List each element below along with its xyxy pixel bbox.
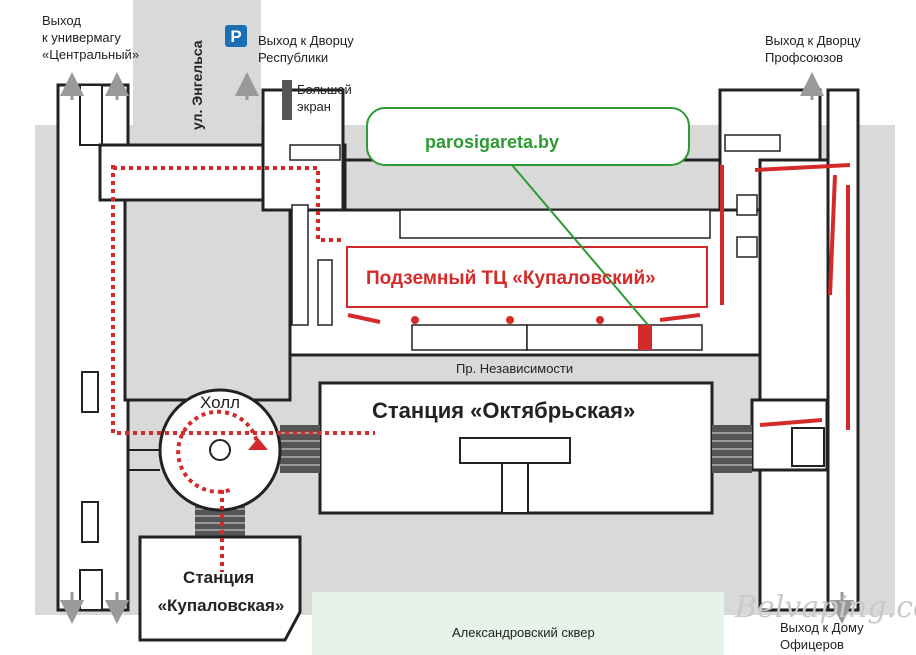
callout-bubble — [366, 107, 690, 166]
left-block — [123, 198, 292, 402]
station-oktyabrskaya-stem — [501, 462, 529, 514]
left-corridor-inner — [79, 84, 103, 146]
station-oktyabrskaya-label: Станция «Октябрьская» — [372, 398, 635, 423]
exit-strip-top-left — [265, 60, 277, 80]
exit-dvorec-profsoyuzov-label: Выход к Дворцу Профсоюзов — [765, 33, 864, 65]
exit-dvorec-respubliki-label: Выход к Дворцу Республики — [258, 33, 357, 65]
square-area — [312, 592, 724, 655]
big-screen-marker — [282, 80, 292, 120]
watermark: Belvaping.com — [734, 590, 916, 625]
right-outer-corridor — [826, 88, 860, 612]
nezavisimosti-label: Пр. Независимости — [456, 361, 573, 376]
walking-route — [111, 165, 375, 572]
exit-univermag-label: Выход к универмагу «Центральный» — [42, 13, 139, 62]
hall-column — [209, 439, 231, 461]
highlight-shop — [638, 325, 652, 350]
station-kupalovskaya-box — [138, 535, 302, 642]
engelsa-street-label: ул. Энгельса — [189, 40, 205, 130]
parking-sign — [225, 25, 247, 47]
hall-label: Холл — [200, 393, 240, 412]
exit-dom-oficerov-label: Выход к Дому Офицеров — [780, 620, 867, 652]
right-corridor — [758, 158, 832, 612]
station-oktyabrskaya-platform — [459, 437, 571, 464]
exit-arrows — [60, 72, 854, 624]
stairs-right — [712, 425, 752, 473]
big-screen-label: Большой экран — [297, 82, 355, 114]
callout-pointer — [511, 164, 649, 326]
right-vestibule-inner — [791, 427, 825, 467]
mall-inner-gray — [343, 158, 722, 212]
pillar-left-2 — [81, 501, 99, 543]
engelsa-street-strip — [133, 0, 261, 135]
parking-icon: P — [230, 27, 241, 46]
square-label: Александровский сквер — [452, 625, 595, 640]
callout-text: parosigareta.by — [425, 132, 559, 152]
mall-highlight-lines — [347, 163, 851, 430]
left-corridor-inner-bottom — [79, 569, 103, 611]
mall-highlight-box — [346, 246, 708, 308]
pillar-left-1 — [81, 371, 99, 413]
station-kupalovskaya-label: Станция «Купаловская» — [158, 568, 285, 615]
mall-name-label: Подземный ТЦ «Купаловский» — [366, 268, 656, 289]
route-arrowhead — [248, 438, 268, 450]
